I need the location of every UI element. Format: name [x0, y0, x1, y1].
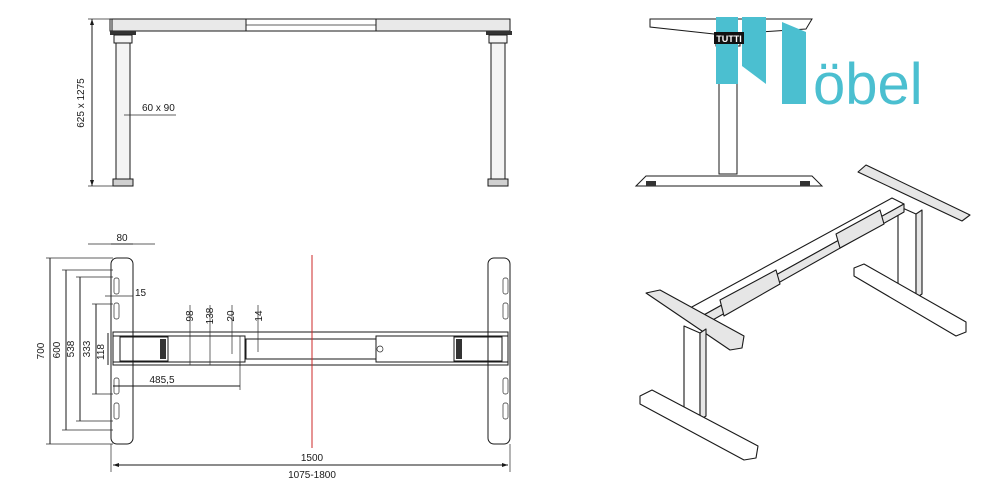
right-slot-1: [502, 277, 509, 295]
dim-138-label: 138: [205, 307, 216, 324]
right-slot-2: [502, 302, 509, 320]
dim-80-label: 80: [116, 233, 128, 244]
top-crossframe: [112, 331, 509, 366]
front-right-leg: [490, 42, 506, 180]
isometric-view: [639, 164, 971, 461]
iso-right-leg-front: [897, 205, 917, 299]
height-label: 625 x 1275: [76, 78, 87, 128]
right-slot-4: [502, 402, 509, 420]
left-motor-block: [160, 339, 166, 359]
logo-badge: [714, 32, 744, 44]
front-view: 625 x 1275 60 x 90: [76, 18, 512, 187]
dim-15-label: 15: [135, 288, 147, 299]
logo-badge-text: TUTTI: [716, 34, 742, 44]
top-view: 80 15 700 600 538 333 118 98 138 20 14: [36, 233, 511, 481]
top-telescopic-tube: [245, 338, 377, 360]
iso-crossbar-bracket-right: [835, 209, 885, 249]
iso-crossbar-bracket-left: [719, 269, 781, 317]
dim-333-label: 333: [82, 340, 93, 357]
iso-left-foot: [639, 389, 759, 461]
dim-14-label: 14: [254, 310, 265, 322]
front-left-foot: [112, 178, 134, 187]
logo-m-right: [782, 22, 806, 104]
front-right-bracket: [486, 31, 512, 35]
dim-1075-label: 1075-1800: [288, 470, 336, 481]
dim-1500-arrow-left: [113, 463, 119, 467]
left-slot-1: [113, 277, 120, 295]
dim-1500-arrow-right: [502, 463, 508, 467]
right-motor-bracket: [453, 336, 503, 362]
side-foot-pad-left: [646, 181, 656, 186]
left-slot-2: [113, 302, 120, 320]
left-motor-bracket: [119, 336, 169, 362]
iso-right-leg-side: [915, 209, 923, 299]
front-right-leg-head: [488, 34, 508, 44]
iso-left-top-bracket: [645, 289, 745, 351]
front-top-left-rail: [111, 18, 247, 32]
iso-left-leg-side: [699, 328, 707, 421]
front-right-foot: [487, 178, 509, 187]
center-bolt: [376, 345, 384, 353]
right-foot-plate: [487, 257, 511, 445]
logo-m-left: [716, 17, 738, 84]
top-left-beam: [112, 335, 246, 363]
side-foot-pad-right: [800, 181, 810, 186]
brand-logo: TUTTI öbel: [714, 17, 923, 117]
iso-right-top-bracket: [857, 164, 971, 222]
dim-118-label: 118: [96, 344, 107, 360]
leg-section-label: 60 x 90: [142, 103, 175, 114]
dim-1500-label: 1500: [301, 453, 324, 464]
dim-700-label: 700: [36, 342, 47, 359]
height-arrow-bottom: [90, 180, 94, 186]
dim-538-label: 538: [66, 340, 77, 357]
front-left-leg: [115, 42, 131, 180]
side-foot: [634, 175, 824, 187]
front-top-right-rail: [375, 18, 511, 32]
right-slot-3: [502, 377, 509, 395]
front-left-bracket: [110, 31, 136, 35]
dim-485-label: 485,5: [149, 375, 174, 386]
left-slot-4: [113, 402, 120, 420]
iso-left-leg-front: [683, 325, 701, 421]
dim-20-label: 20: [226, 310, 237, 322]
left-foot-plate: [110, 257, 134, 445]
dim-600-label: 600: [52, 341, 63, 358]
right-motor-block: [456, 339, 462, 359]
front-left-leg-head: [113, 34, 133, 44]
iso-right-foot: [853, 263, 967, 337]
height-arrow-top: [90, 19, 94, 25]
logo-m-middle: [742, 17, 766, 84]
dim-98-label: 98: [185, 310, 196, 322]
logo-word: öbel: [813, 52, 923, 117]
